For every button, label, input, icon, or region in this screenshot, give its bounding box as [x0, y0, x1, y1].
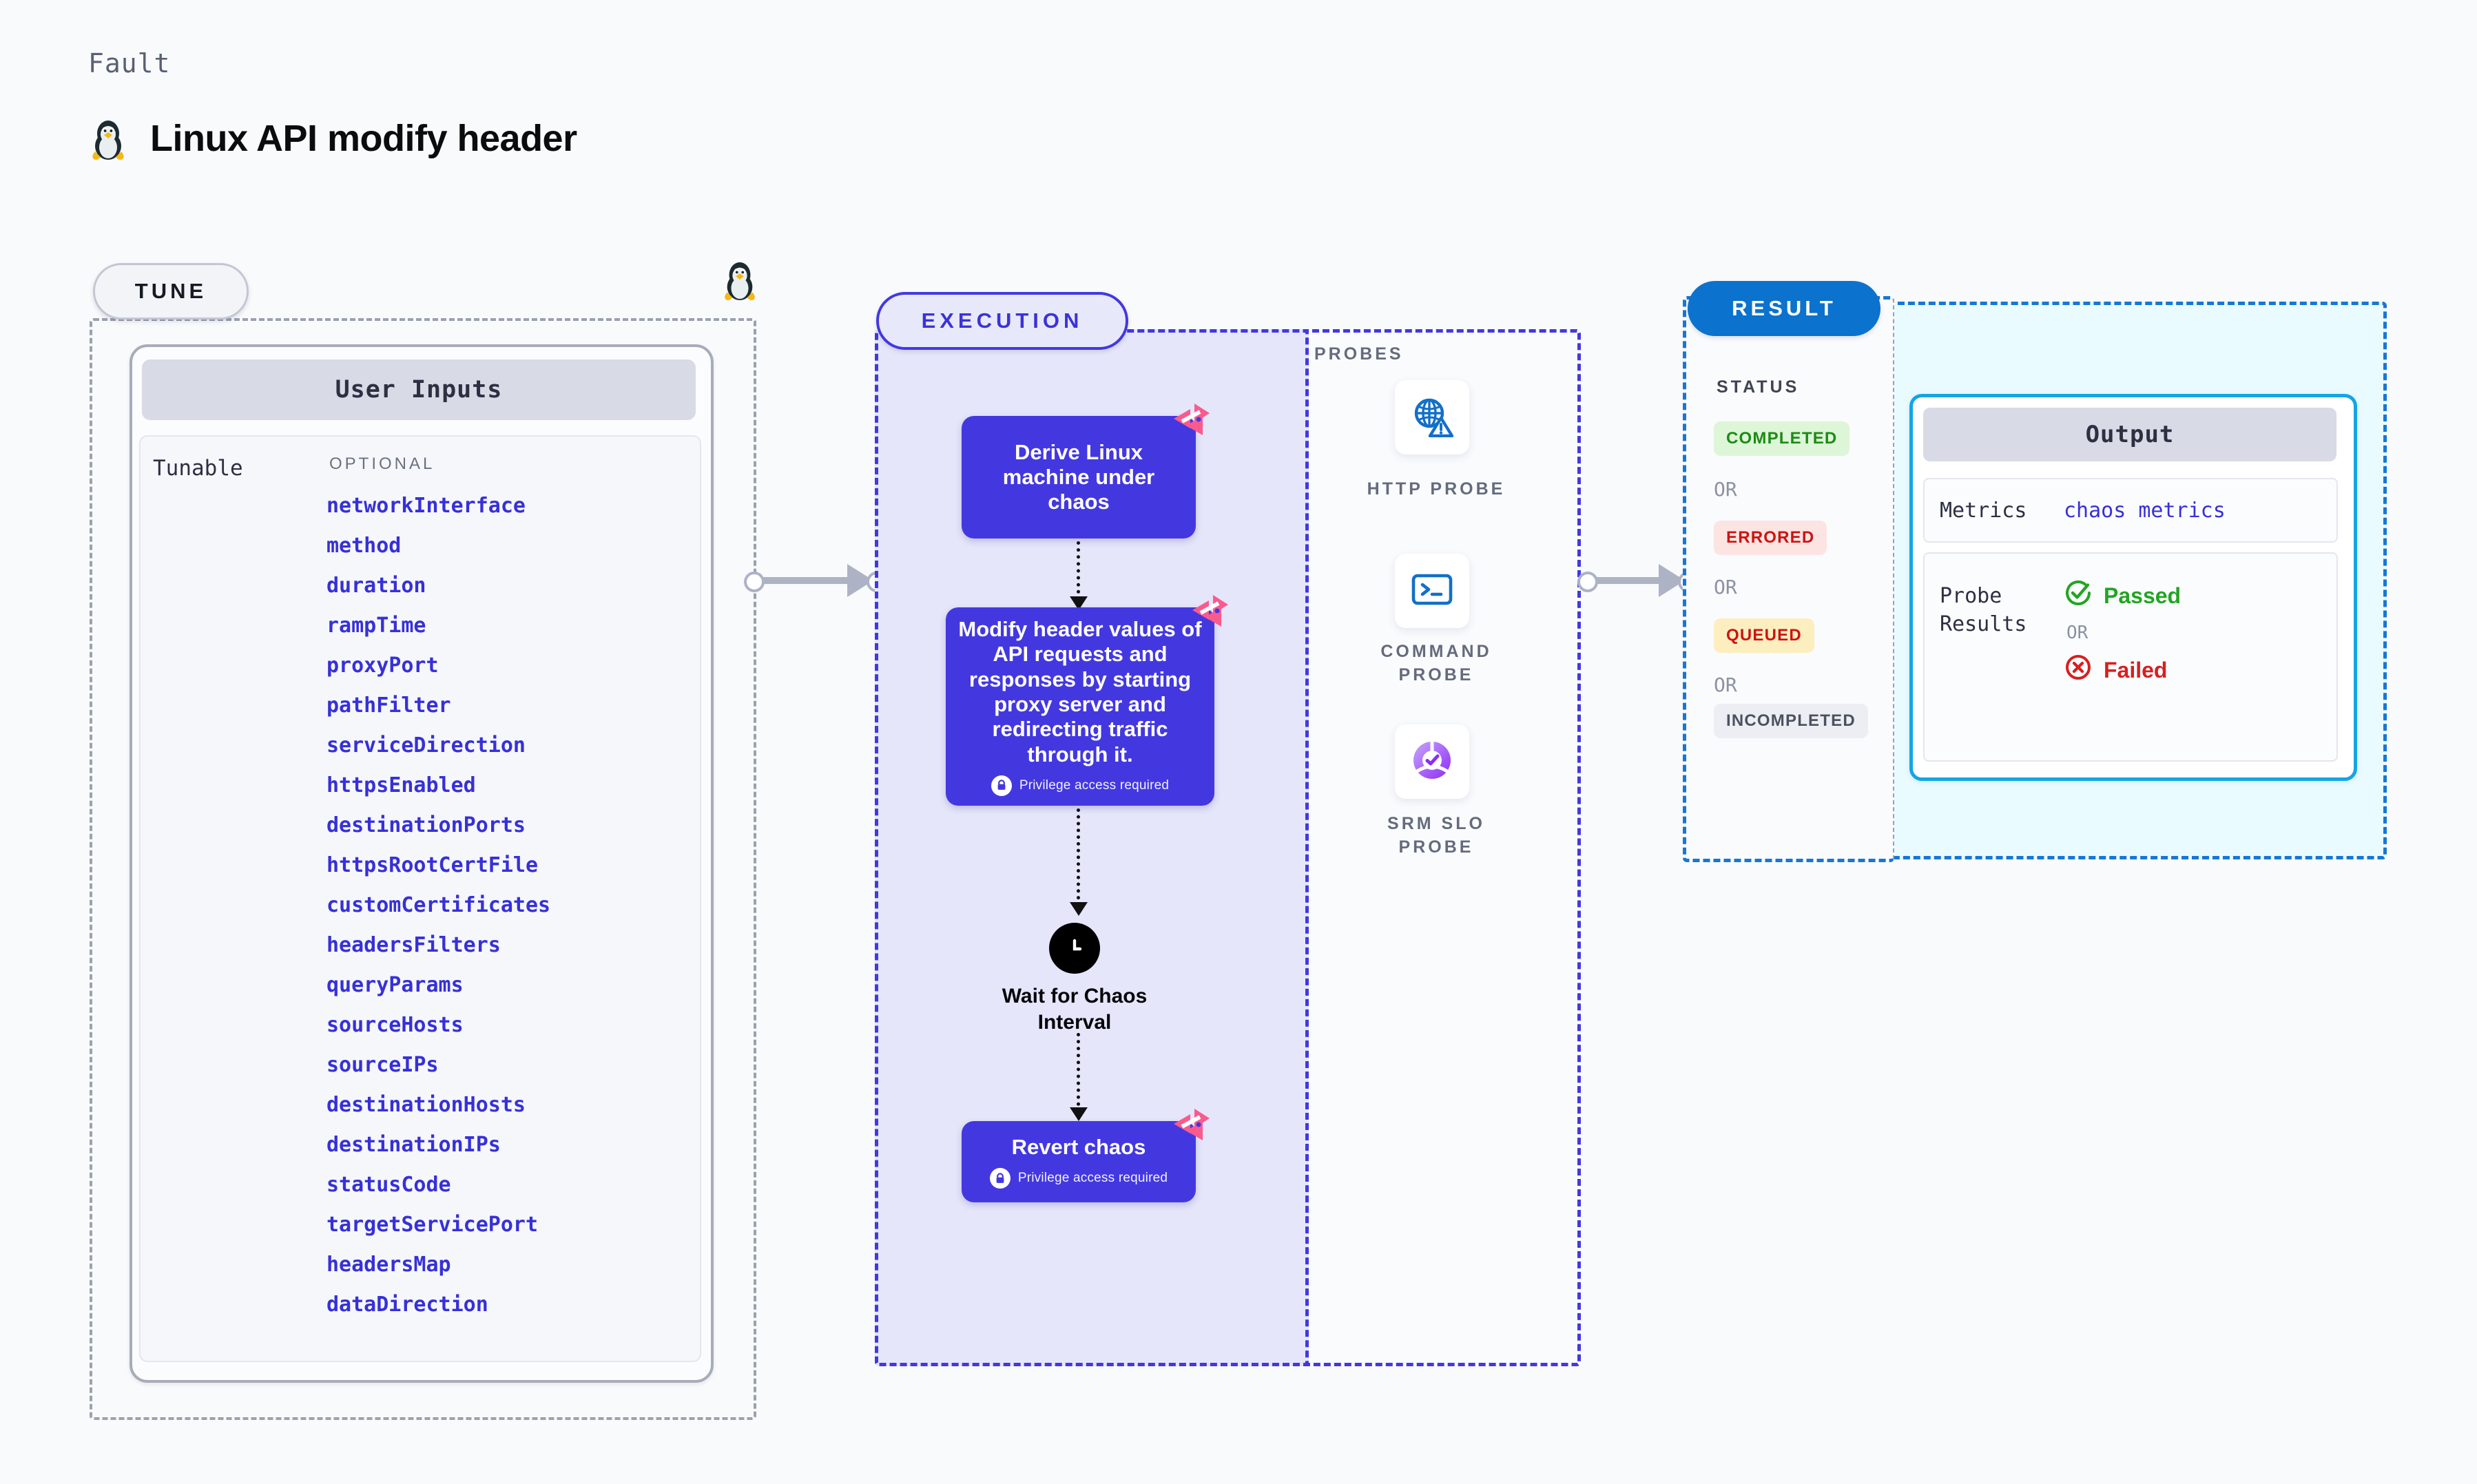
srm-slo-donut-check-icon — [1411, 739, 1453, 785]
clock-icon — [1049, 923, 1100, 974]
wait-for-chaos-interval-label: Wait for Chaos Interval — [1002, 985, 1148, 1034]
result-status-boundary — [1683, 296, 1894, 862]
tune-optional-field-list: networkInterface method duration rampTime pr… — [327, 486, 685, 1325]
tune-section-pill[interactable]: TUNE — [93, 263, 249, 320]
connector-tune-to-execution — [744, 564, 887, 597]
status-label: STATUS — [1717, 377, 1800, 397]
litmus-logo-icon — [1190, 592, 1230, 632]
tune-field-httpsRootCertFile[interactable]: httpsRootCertFile — [327, 853, 539, 877]
execution-node-modify-header[interactable]: Modify header values of API requests and… — [946, 595, 1228, 806]
tune-field-dataDirection[interactable]: dataDirection — [327, 1293, 488, 1317]
node-title: Revert chaos — [1011, 1134, 1146, 1159]
tune-field-headersFilters[interactable]: headersFilters — [327, 933, 501, 957]
tune-field-httpsEnabled[interactable]: httpsEnabled — [327, 773, 476, 797]
tunable-label: Tunable — [153, 456, 243, 481]
status-or-2: OR — [1714, 576, 1737, 598]
linux-penguin-icon — [88, 116, 128, 161]
tune-field-queryParams[interactable]: queryParams — [327, 973, 464, 997]
probe-results-key: Probe Results — [1940, 584, 2027, 636]
privilege-note: Privilege access required — [989, 1168, 1168, 1189]
lock-icon — [989, 1168, 1011, 1189]
tune-section-boundary — [90, 318, 756, 1420]
tune-field-pathFilter[interactable]: pathFilter — [327, 693, 451, 718]
flow-arrow-2-head — [1070, 902, 1088, 916]
probe-results-or: OR — [2066, 623, 2089, 643]
failed-label: Failed — [2104, 657, 2168, 682]
page-title: Linux API modify header — [150, 118, 577, 159]
probes-section-label: PROBES — [1314, 344, 1404, 364]
terminal-icon — [1411, 571, 1453, 612]
flow-arrow-1-head — [1070, 596, 1088, 610]
tune-field-method[interactable]: method — [327, 534, 402, 558]
user-inputs-title: User Inputs — [142, 359, 696, 420]
litmus-logo-icon — [1171, 1106, 1211, 1146]
linux-penguin-badge-icon — [721, 258, 759, 305]
flow-arrow-1-line — [1077, 541, 1080, 600]
fault-eyebrow-label: Fault — [88, 48, 171, 79]
metrics-key: Metrics — [1940, 498, 2027, 523]
probe-label-srm-slo: SRM SLO PROBE — [1387, 814, 1485, 857]
probe-card-command[interactable] — [1395, 554, 1469, 628]
fault-title-row: Linux API modify header — [88, 116, 577, 161]
metrics-value[interactable]: chaos metrics — [2064, 498, 2226, 523]
tune-field-headersMap[interactable]: headersMap — [327, 1253, 451, 1277]
tune-field-customCertificates[interactable]: customCertificates — [327, 893, 551, 917]
probe-result-passed: Passed — [2064, 578, 2181, 613]
connector-execution-to-result — [1577, 564, 1699, 597]
flow-arrow-3-head — [1070, 1107, 1088, 1121]
node-title: Modify header values of API requests and… — [958, 617, 1202, 766]
status-badge-incompleted: INCOMPLETED — [1714, 704, 1868, 738]
status-or-3: OR — [1714, 673, 1737, 696]
tune-field-duration[interactable]: duration — [327, 574, 426, 598]
probe-label-http: HTTP PROBE — [1367, 479, 1506, 499]
x-circle-icon — [2064, 653, 2093, 687]
flow-arrow-2-line — [1077, 808, 1080, 906]
probe-results-values: Passed OR Failed — [2064, 578, 2181, 760]
lock-icon — [991, 775, 1012, 796]
status-or-1: OR — [1714, 478, 1737, 501]
probe-card-srm-slo[interactable] — [1395, 724, 1469, 799]
probe-result-failed: Failed — [2064, 653, 2181, 687]
tunable-box — [139, 435, 701, 1362]
tune-field-proxyPort[interactable]: proxyPort — [327, 654, 439, 678]
execution-node-revert-chaos[interactable]: Revert chaos Privilege access required — [962, 1109, 1210, 1202]
tune-field-sourceIPs[interactable]: sourceIPs — [327, 1053, 439, 1077]
litmus-logo-icon — [1171, 401, 1211, 441]
probe-label-command: COMMAND PROBE — [1380, 642, 1492, 684]
output-metrics-row: Metrics chaos metrics — [1923, 478, 2338, 543]
tune-field-serviceDirection[interactable]: serviceDirection — [327, 733, 526, 757]
output-title: Output — [1923, 408, 2336, 461]
output-probe-results-row: Probe Results Passed OR Failed — [1923, 552, 2338, 762]
status-badge-completed: COMPLETED — [1714, 421, 1850, 456]
status-badge-queued: QUEUED — [1714, 618, 1814, 653]
node-title: Derive Linux machine under chaos — [1002, 439, 1155, 514]
passed-label: Passed — [2104, 583, 2181, 608]
execution-node-derive[interactable]: Derive Linux machine under chaos — [962, 404, 1210, 539]
check-circle-icon — [2064, 578, 2093, 613]
privilege-note-label: Privilege access required — [1017, 1171, 1168, 1186]
tune-field-destinationHosts[interactable]: destinationHosts — [327, 1093, 526, 1117]
tune-field-sourceHosts[interactable]: sourceHosts — [327, 1013, 464, 1037]
execution-section-pill[interactable]: EXECUTION — [876, 292, 1128, 350]
tune-field-statusCode[interactable]: statusCode — [327, 1173, 451, 1197]
result-section-pill[interactable]: RESULT — [1688, 281, 1880, 336]
probe-card-http[interactable] — [1395, 380, 1469, 454]
flow-arrow-3-line — [1077, 1033, 1080, 1113]
tune-field-targetServicePort[interactable]: targetServicePort — [327, 1213, 539, 1237]
status-badge-errored: ERRORED — [1714, 521, 1827, 555]
tune-field-destinationIPs[interactable]: destinationIPs — [327, 1133, 501, 1157]
tune-field-destinationPorts[interactable]: destinationPorts — [327, 813, 526, 837]
globe-warning-icon — [1411, 395, 1454, 441]
tune-field-rampTime[interactable]: rampTime — [327, 614, 426, 638]
probes-section-boundary — [1302, 329, 1581, 1366]
optional-label: OPTIONAL — [329, 454, 435, 473]
privilege-note: Privilege access required — [991, 775, 1169, 796]
privilege-note-label: Privilege access required — [1019, 777, 1170, 793]
tune-field-networkInterface[interactable]: networkInterface — [327, 494, 526, 518]
